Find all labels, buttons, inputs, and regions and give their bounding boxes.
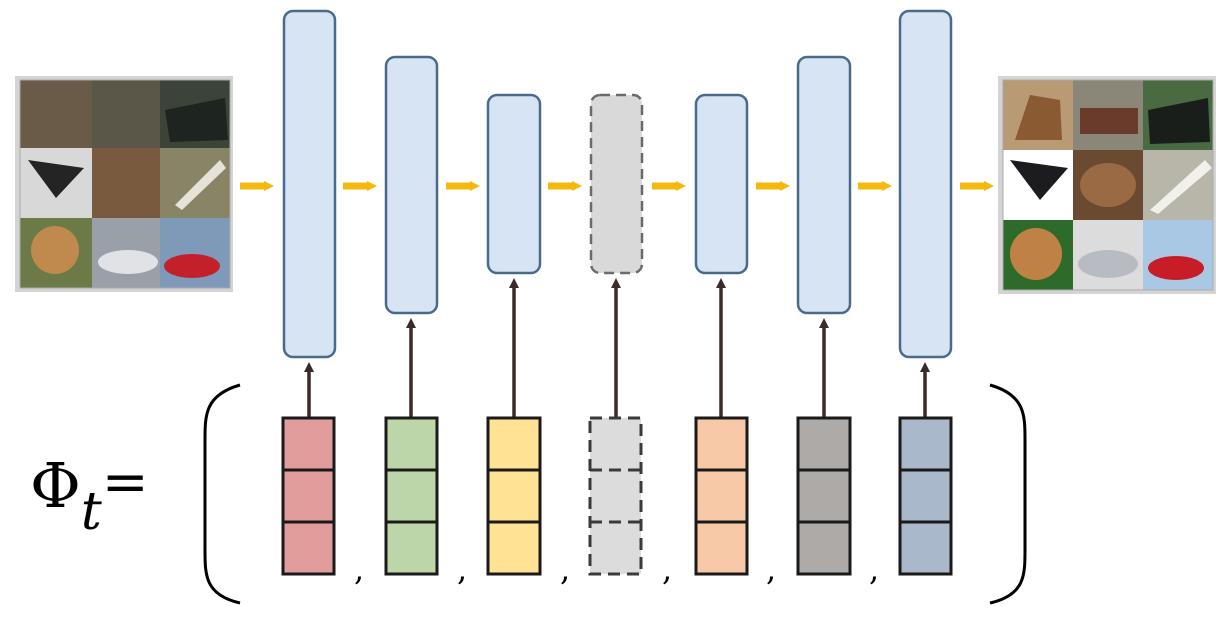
vector-4-skipped <box>588 416 643 576</box>
block-7 <box>898 9 953 359</box>
comma-5: , <box>766 550 777 588</box>
phi-t-formula: Φt= <box>30 455 149 539</box>
connector-arrows <box>304 278 930 418</box>
vector-1 <box>281 416 336 576</box>
vector-3 <box>486 416 542 576</box>
block-4-skipped <box>589 93 644 275</box>
comma-2: , <box>457 550 468 588</box>
left-parenthesis <box>203 383 241 605</box>
output-denoised-image-grid <box>998 76 1216 294</box>
block-6 <box>796 55 852 315</box>
comma-4: , <box>662 550 673 588</box>
vector-7 <box>898 416 953 576</box>
block-3 <box>486 93 542 275</box>
block-1 <box>282 9 337 359</box>
input-noisy-image-grid <box>15 76 233 292</box>
block-2 <box>384 55 439 315</box>
subscript-t: t <box>80 482 102 542</box>
equals-sign: = <box>101 450 149 515</box>
comma-3: , <box>560 550 571 588</box>
block-5 <box>694 93 749 275</box>
right-parenthesis <box>989 383 1027 605</box>
vector-2 <box>384 416 439 576</box>
comma-6: , <box>869 550 880 588</box>
vector-5 <box>694 416 749 576</box>
phi-symbol: Φ <box>30 449 81 522</box>
vector-6 <box>796 416 852 576</box>
comma-1: , <box>354 550 365 588</box>
